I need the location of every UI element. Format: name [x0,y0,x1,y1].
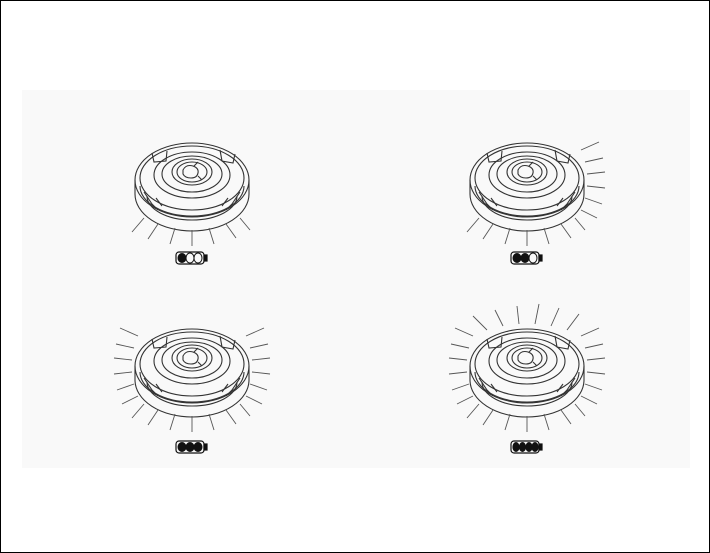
puck-device-icon [470,143,584,231]
puck-device-icon [135,329,249,417]
puck-figure-3 [114,328,270,432]
puck-device-icon [135,143,249,231]
puck-figure-1 [132,143,250,246]
glow-rays [132,218,250,246]
battery-icon-1 [176,252,207,264]
battery-icon-4 [511,441,542,453]
puck-figure-4 [449,304,605,432]
puck-figure-2 [467,142,605,246]
battery-icon-2 [511,252,542,264]
glow-rays [114,328,270,432]
puck-device-icon [470,329,584,417]
battery-icon-3 [176,441,207,453]
